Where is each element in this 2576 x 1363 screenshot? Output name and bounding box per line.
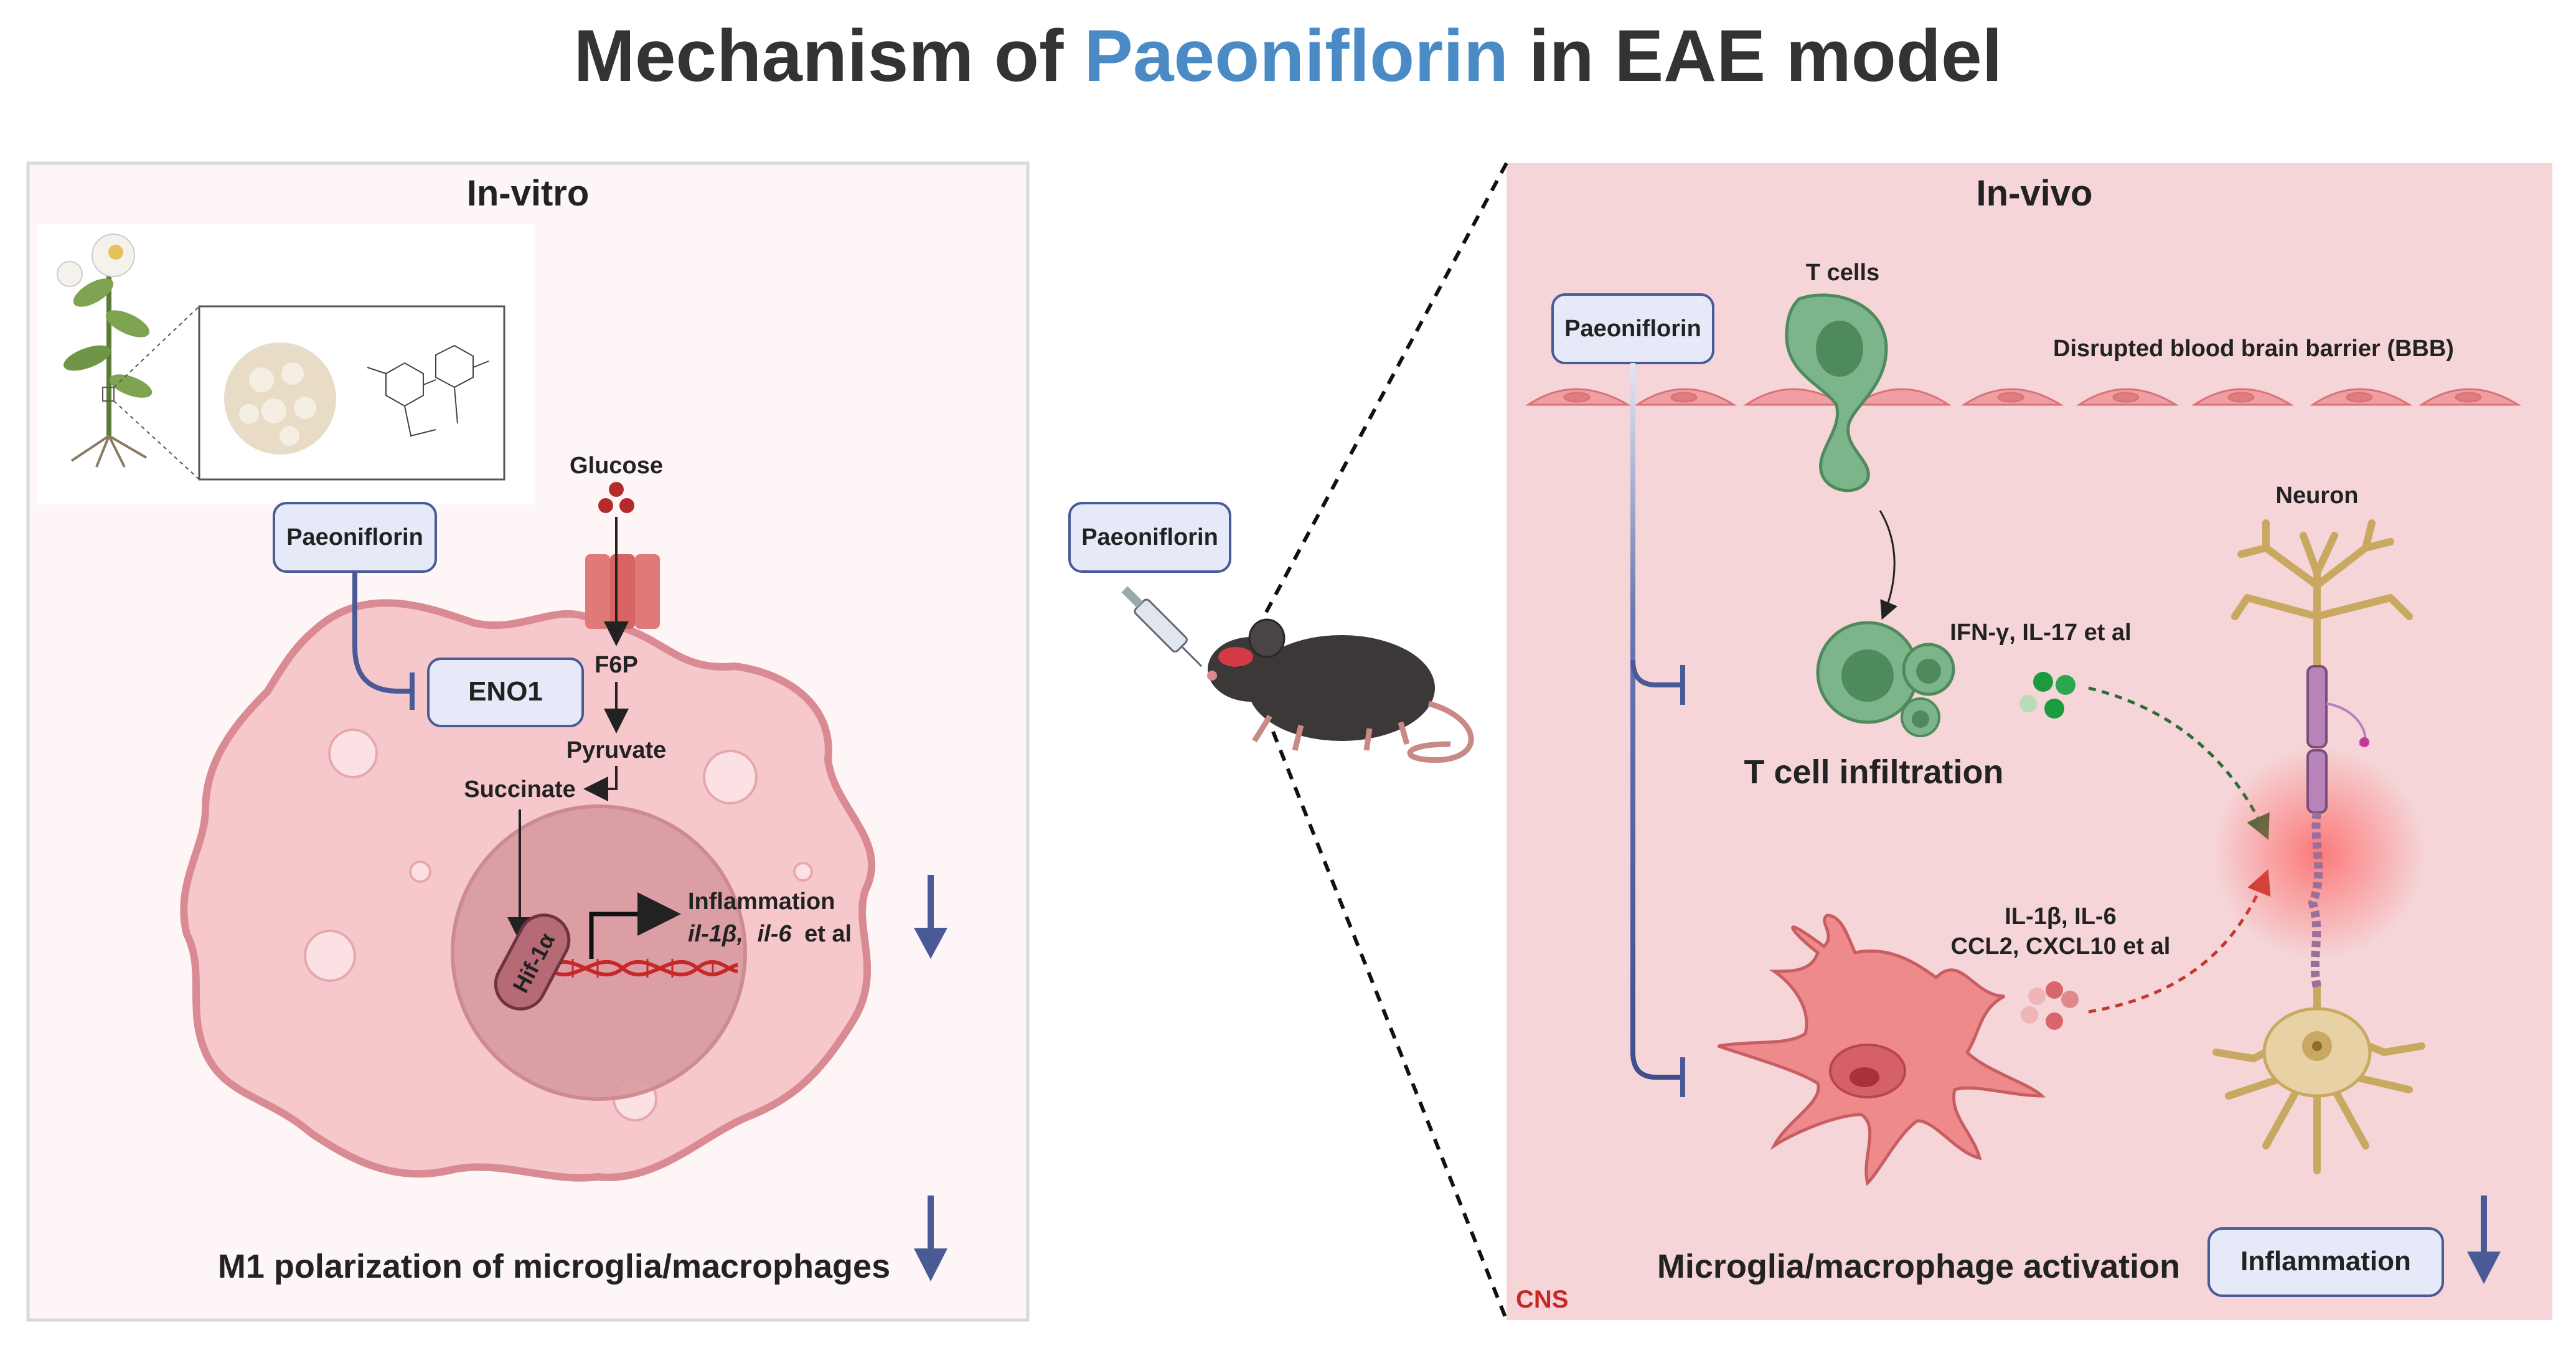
glucose-transporter xyxy=(585,554,660,629)
title-suffix: in EAE model xyxy=(1508,15,2002,97)
peony-plant-illustration xyxy=(37,224,535,504)
bbb-label: Disrupted blood brain barrier (BBB) xyxy=(2053,336,2454,362)
middle-paeoniflorin-box xyxy=(1068,502,1231,573)
title-highlight: Paeoniflorin xyxy=(1084,15,1508,97)
microglia-cytokines-line1: IL-1β, IL-6 xyxy=(2005,903,2116,930)
title-prefix: Mechanism of xyxy=(574,15,1084,97)
cns-label: CNS xyxy=(1516,1286,1568,1313)
microglia-cytokines-line2: CCL2, CXCL10 et al xyxy=(1951,933,2171,960)
in-vivo-heading: In-vivo xyxy=(1977,173,2093,214)
m1-polarization-down-arrow xyxy=(914,1196,947,1281)
neuron-label: Neuron xyxy=(2276,483,2359,509)
pyruvate-label: Pyruvate xyxy=(566,737,667,763)
pyruvate-to-succinate-arrow xyxy=(583,766,618,801)
in-vitro-paeoniflorin-label: Paeoniflorin xyxy=(286,524,423,550)
dna-helix xyxy=(547,959,738,978)
in-vitro-panel: In-vitro xyxy=(26,161,1030,1322)
transcription-arrow xyxy=(589,892,681,959)
t-cell-cytokines-label: IFN-γ, IL-17 et al xyxy=(1950,620,2131,646)
inflammation-box xyxy=(2207,1227,2444,1297)
middle-paeoniflorin-label: Paeoniflorin xyxy=(1081,524,1218,550)
f6p-label: F6P xyxy=(595,652,638,678)
page-title: Mechanism of Paeoniflorin in EAE model xyxy=(574,15,2003,97)
gene-il6: il-6 xyxy=(758,921,792,947)
cell-nucleus xyxy=(451,804,747,1101)
inflammation-label: Inflammation xyxy=(688,889,835,915)
t-cell-infiltration-label: T cell infiltration xyxy=(1744,753,2003,791)
in-vivo-inflammation-down-arrow xyxy=(2467,1196,2501,1284)
syringe-icon xyxy=(1121,586,1203,667)
middle-section: Paeoniflorin xyxy=(1068,502,1474,763)
in-vivo-panel: In-vivo T cells Disrupted blood brain ba… xyxy=(1264,162,2552,1321)
paeoniflorin-eno1-inhibition-line xyxy=(352,572,411,694)
inflammation-down-arrow xyxy=(914,875,947,959)
hif-1a-protein: Hif-1α xyxy=(494,913,571,1011)
zoom-dashed-line-top xyxy=(1264,162,1508,615)
m1-polarization-caption: M1 polarization of microglia/macrophages xyxy=(218,1248,890,1285)
zoom-dashed-line-bottom xyxy=(1271,730,1508,1321)
inhibition-branch-t-cells xyxy=(1630,659,1681,687)
t-cells-label: T cells xyxy=(1806,260,1879,286)
microglia-cytokine-dots xyxy=(2021,981,2079,1030)
mouse-icon xyxy=(1207,618,1474,763)
t-cell-cluster xyxy=(1816,621,1955,737)
in-vitro-heading: In-vitro xyxy=(467,173,590,214)
t-cell-cytokine-dots xyxy=(2019,672,2075,719)
inflammation-box-label: Inflammation xyxy=(2240,1246,2411,1276)
eno1-box xyxy=(427,658,584,727)
microglia-activation-label: Microglia/macrophage activation xyxy=(1657,1248,2180,1285)
glucose-molecule xyxy=(598,482,634,513)
gene-il1b: il-1β, xyxy=(688,921,743,947)
inhibition-line-vertical xyxy=(1630,363,1681,1080)
inflammatory-genes: il-1β, il-6 et al xyxy=(688,921,852,947)
neuron-cell xyxy=(2212,519,2425,1174)
eno1-label: ENO1 xyxy=(468,676,543,707)
t-cell-migration-arrow xyxy=(1879,510,1898,620)
succinate-label: Succinate xyxy=(464,776,576,803)
in-vivo-paeoniflorin-label: Paeoniflorin xyxy=(1564,316,1701,342)
genes-et-al: et al xyxy=(804,921,852,947)
glucose-label: Glucose xyxy=(570,453,663,479)
endothelial-cell-layer xyxy=(1525,388,2522,406)
